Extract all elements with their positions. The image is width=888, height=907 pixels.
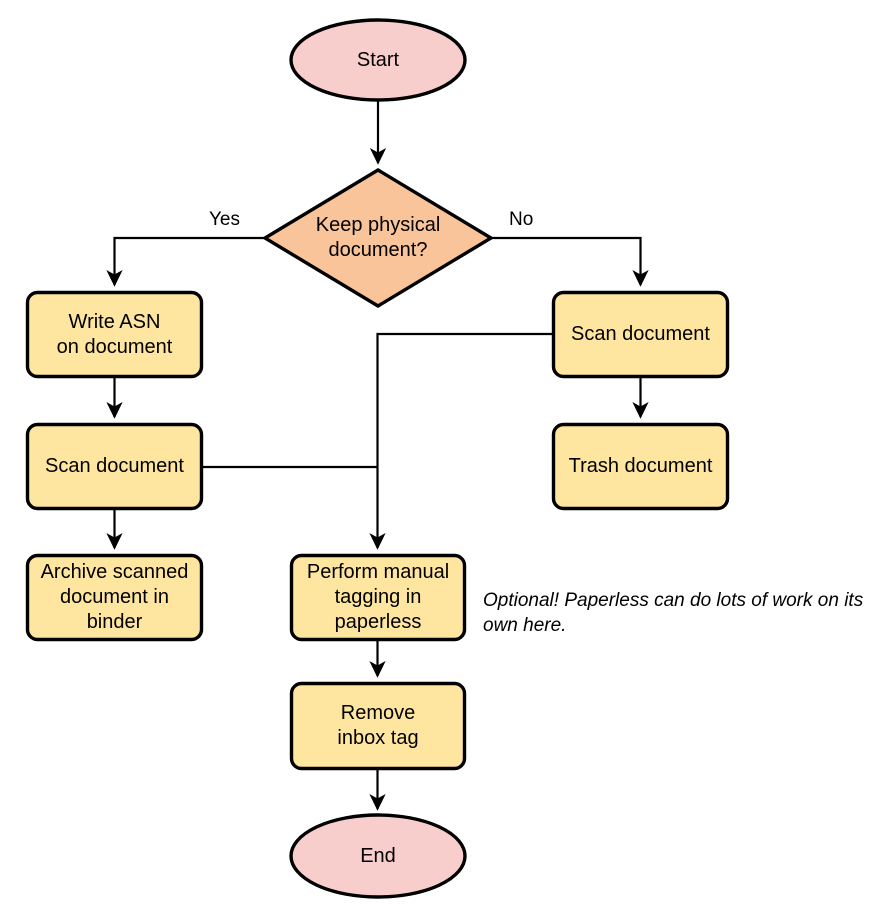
node-scan-left-shape[interactable] — [25, 422, 204, 511]
node-end-shape[interactable] — [289, 813, 467, 899]
edge-label-yes: Yes — [209, 209, 240, 230]
node-trash-shape[interactable] — [551, 422, 730, 511]
node-remove-inbox-shape[interactable] — [289, 681, 467, 771]
edge-scan-right-to-manual-tagging — [369, 332, 552, 550]
edge-decision-to-scan-right — [491, 236, 649, 287]
node-archive-binder-shape[interactable] — [25, 553, 204, 642]
node-scan-right-shape[interactable] — [551, 290, 730, 379]
optional-note-text: Optional! Paperless can do lots of work … — [483, 590, 864, 636]
node-start-shape[interactable] — [289, 18, 467, 102]
edge-label-no: No — [509, 209, 534, 230]
node-decision-keep-shape[interactable] — [261, 168, 495, 308]
edge-decision-to-write-asn — [106, 236, 265, 287]
node-manual-tagging-shape[interactable] — [289, 553, 467, 642]
node-write-asn-shape[interactable] — [25, 290, 204, 379]
